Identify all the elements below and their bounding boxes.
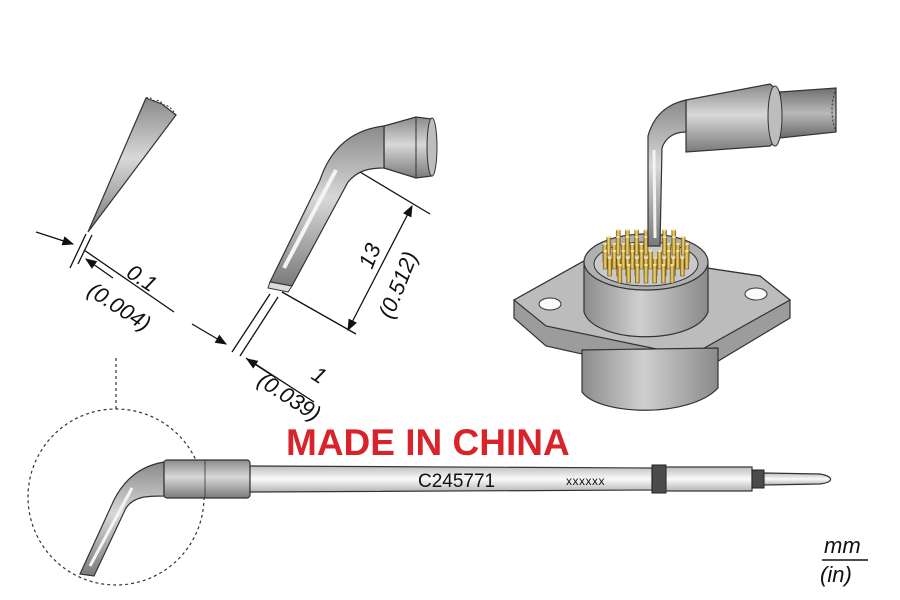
connector-pin bbox=[630, 250, 635, 270]
connector-pin-cap bbox=[652, 264, 657, 266]
connector-pin bbox=[669, 264, 675, 284]
connector-pin-cap bbox=[621, 250, 626, 252]
connector-pin-cap bbox=[621, 243, 626, 245]
connector-pin bbox=[662, 236, 667, 256]
tip-point-detail bbox=[87, 96, 177, 233]
connector-pin bbox=[680, 257, 685, 277]
connector-pin-cap bbox=[606, 236, 611, 238]
connector-pin bbox=[634, 236, 639, 256]
connector-pin-cap bbox=[644, 229, 648, 231]
connector-pin-cap bbox=[657, 250, 662, 252]
connector-pin-cap bbox=[612, 250, 617, 252]
connector-pin-cap bbox=[675, 250, 680, 252]
connector-pin bbox=[652, 264, 657, 284]
connector-pin-cap bbox=[639, 243, 644, 245]
connector-pin-cap bbox=[607, 257, 612, 259]
connector-pin bbox=[607, 257, 612, 277]
connector-pin bbox=[675, 250, 680, 270]
connector-pin-cap bbox=[684, 250, 689, 252]
connector-pin-cap bbox=[644, 236, 648, 238]
connector-pin-cap bbox=[634, 236, 639, 238]
connector-pin-cap bbox=[681, 236, 686, 238]
connector-pin bbox=[671, 236, 677, 256]
connector-pin-cap bbox=[603, 250, 608, 252]
connector-pin-cap bbox=[625, 236, 630, 238]
unit-primary-label: mm bbox=[824, 533, 861, 558]
connector-pin-cap bbox=[661, 264, 666, 266]
connector-pin bbox=[602, 250, 608, 270]
tip-width-mm-label: 0.1 bbox=[122, 259, 161, 297]
connector-pin bbox=[612, 250, 617, 270]
connector-pin-cap bbox=[634, 257, 639, 259]
connector-pin bbox=[661, 264, 666, 284]
blade-width-mm-label: 1 bbox=[307, 361, 331, 389]
connector-pin-cap bbox=[666, 243, 671, 245]
serial-label: xxxxxx bbox=[566, 474, 605, 488]
connector-pin-cap bbox=[671, 229, 676, 231]
connector-pin-cap bbox=[662, 229, 667, 231]
connector-pin-cap bbox=[626, 264, 631, 266]
connector-pin-cap bbox=[685, 243, 690, 245]
connector-pin bbox=[657, 250, 662, 270]
connector-pin-cap bbox=[644, 257, 648, 259]
connector-pin-cap bbox=[625, 229, 630, 231]
connector-pin bbox=[626, 264, 631, 284]
connector-application-view bbox=[512, 83, 837, 411]
connector-pin bbox=[684, 250, 690, 270]
connector-pin bbox=[615, 236, 621, 256]
connector-pin-cap bbox=[616, 229, 621, 231]
made-in-label: MADE IN CHINA bbox=[286, 422, 570, 463]
connector-pin-cap bbox=[616, 236, 621, 238]
connector-pin-cap bbox=[675, 243, 680, 245]
connector-pin bbox=[635, 264, 640, 284]
connector-pin-cap bbox=[630, 250, 635, 252]
tip-overview: C245771 xxxxxx bbox=[27, 356, 832, 586]
blade-width-dimension: 1 (0.039) bbox=[191, 293, 331, 426]
connector-pin-cap bbox=[635, 264, 640, 266]
connector-pin bbox=[625, 236, 630, 256]
part-number-label: C245771 bbox=[418, 471, 495, 492]
connector-pin-cap bbox=[671, 257, 676, 259]
connector-pin-cap bbox=[616, 257, 621, 259]
unit-secondary-label: (in) bbox=[820, 562, 852, 587]
bent-blade-detail bbox=[267, 116, 438, 293]
connector-pin bbox=[617, 264, 623, 284]
tip-width-dimension: 0.1 (0.004) bbox=[35, 231, 175, 336]
connector-pin bbox=[643, 264, 649, 284]
connector-pin-cap bbox=[653, 257, 658, 259]
connector-pin-cap bbox=[671, 236, 676, 238]
connector-pin-cap bbox=[634, 229, 639, 231]
connector-pin-cap bbox=[680, 257, 685, 259]
connector-pins bbox=[602, 229, 690, 284]
connector-pin-cap bbox=[670, 264, 675, 266]
connector-pin-cap bbox=[662, 257, 667, 259]
connector-pin-cap bbox=[639, 250, 644, 252]
connector-pin-cap bbox=[612, 243, 617, 245]
connector-pin-cap bbox=[630, 243, 635, 245]
connector-pin-cap bbox=[648, 250, 653, 252]
connector-pin-cap bbox=[662, 236, 667, 238]
units-key: mm (in) bbox=[820, 533, 868, 587]
connector-pin bbox=[639, 250, 644, 270]
connector-pin-cap bbox=[602, 243, 607, 245]
connector-pin-cap bbox=[617, 264, 622, 266]
connector-pin-cap bbox=[644, 264, 648, 266]
connector-pin bbox=[648, 250, 653, 270]
connector-pin-cap bbox=[625, 257, 630, 259]
connector-pin-cap bbox=[666, 250, 671, 252]
